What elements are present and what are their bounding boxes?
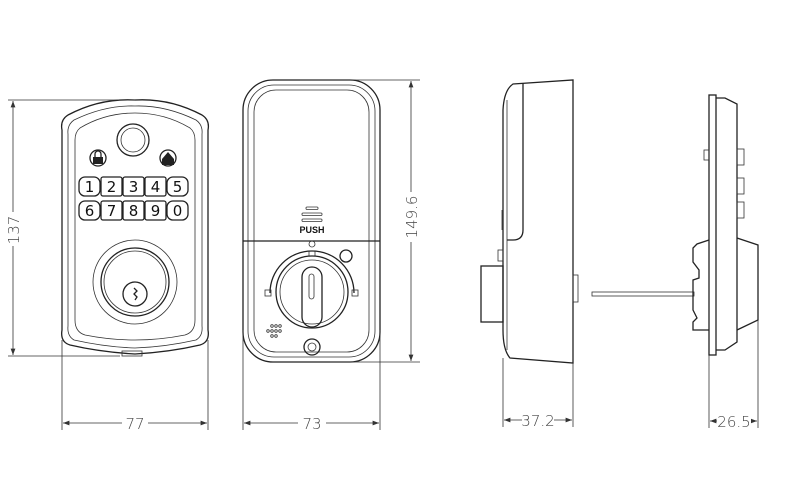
dim-26-5: 26.5 xyxy=(717,413,750,431)
key-label: 3 xyxy=(129,178,139,196)
key-5[interactable] xyxy=(166,176,189,197)
key-9[interactable] xyxy=(144,200,167,221)
home-check-icon[interactable] xyxy=(159,149,177,167)
key-label: 0 xyxy=(173,202,183,220)
key-label: 4 xyxy=(151,178,161,196)
exterior-depth-dimension: 26.5 xyxy=(708,320,759,431)
lock-icon[interactable] xyxy=(89,149,107,167)
side-depth-dimension: 37.2 xyxy=(502,358,574,430)
thumb-turn[interactable] xyxy=(275,255,349,329)
fingerprint-sensor-icon xyxy=(116,123,150,157)
key-label: 9 xyxy=(151,202,161,220)
key-label: 7 xyxy=(107,202,117,220)
speaker-dots-icon xyxy=(266,324,282,338)
front-width-dimension: 77 xyxy=(61,340,209,433)
key-0[interactable] xyxy=(166,200,189,221)
dim-149-6: 149.6 xyxy=(403,196,421,239)
battery-cover-vent-icon xyxy=(301,206,323,222)
back-width-dimension: 73 xyxy=(242,330,381,433)
side-view-exterior xyxy=(692,94,759,356)
front-height-dimension: 137 xyxy=(4,99,135,357)
keyhole-cylinder xyxy=(92,239,178,325)
push-label: PUSH xyxy=(299,225,324,235)
tailpiece-spindle xyxy=(591,291,695,297)
key-label: 8 xyxy=(129,202,139,220)
key-6[interactable] xyxy=(78,200,101,221)
dim-37-2: 37.2 xyxy=(521,412,554,430)
key-label: 1 xyxy=(85,178,95,196)
key-label: 5 xyxy=(173,178,183,196)
dim-73: 73 xyxy=(302,415,321,433)
key-4[interactable] xyxy=(144,176,167,197)
key-label: 2 xyxy=(107,178,117,196)
key-1[interactable] xyxy=(78,176,101,197)
dim-137: 137 xyxy=(5,216,23,245)
reset-button[interactable] xyxy=(303,338,321,356)
key-label: 6 xyxy=(85,202,95,220)
key-2[interactable] xyxy=(100,176,123,197)
back-height-dimension: 149.6 xyxy=(300,79,421,363)
keypad-row-1: 1 2 3 4 5 xyxy=(78,176,189,197)
dim-77: 77 xyxy=(125,415,144,433)
key-3[interactable] xyxy=(122,176,145,197)
keypad-row-2: 6 7 8 9 0 xyxy=(78,200,189,221)
key-7[interactable] xyxy=(100,200,123,221)
side-view-interior xyxy=(480,79,579,364)
key-8[interactable] xyxy=(122,200,145,221)
front-view-keypad: 1 2 3 4 5 6 7 8 9 0 xyxy=(60,99,210,357)
indicator-light xyxy=(339,249,353,263)
back-view-interior: PUSH xyxy=(242,79,381,363)
keyhole-icon xyxy=(122,281,148,307)
